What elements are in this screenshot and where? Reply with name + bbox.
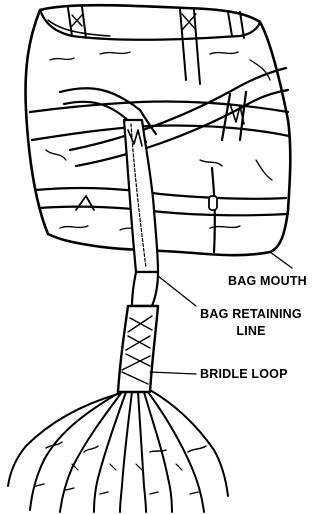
retaining-line-lower xyxy=(132,272,158,306)
bag-retaining-line-leader xyxy=(158,276,196,306)
suspension-lines xyxy=(8,390,228,512)
suspension-line xyxy=(8,394,118,486)
suspension-line xyxy=(144,392,172,512)
bag-retaining-label-line2: LINE xyxy=(236,324,265,338)
suspension-line xyxy=(138,392,146,512)
bridle-loop-graphic xyxy=(118,306,158,392)
bridle-loop-label: BRIDLE LOOP xyxy=(200,367,288,381)
suspension-line xyxy=(120,392,132,512)
deployment-bag xyxy=(26,5,291,255)
bag-mouth-leader xyxy=(270,252,292,268)
bridle-loop-leader xyxy=(150,372,196,374)
suspension-line xyxy=(150,390,228,496)
suspension-line xyxy=(148,392,204,512)
bag-mouth-tie xyxy=(209,196,217,210)
bag-retaining-label-line1: BAG RETAINING xyxy=(200,307,302,321)
bag-mouth-label: BAG MOUTH xyxy=(228,274,307,288)
